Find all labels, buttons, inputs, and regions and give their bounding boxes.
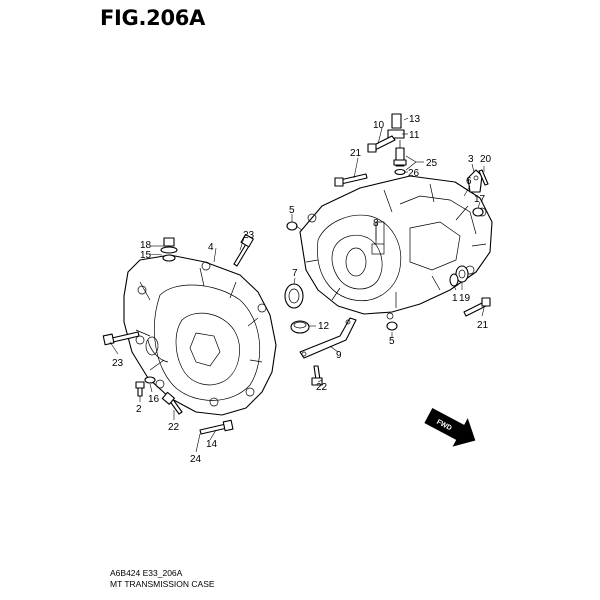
transmission-case-part bbox=[299, 175, 493, 320]
callout-1: 1 bbox=[452, 293, 458, 304]
bolt-part-22-right bbox=[311, 365, 323, 386]
callout-3: 3 bbox=[468, 154, 474, 165]
callout-13: 13 bbox=[409, 114, 421, 125]
stud-part-24 bbox=[199, 419, 234, 435]
leader-lines bbox=[109, 117, 485, 453]
callout-7: 7 bbox=[292, 268, 298, 279]
callout-22-left: 22 bbox=[168, 422, 180, 433]
callout-23-left: 23 bbox=[112, 358, 124, 369]
callout-26: 26 bbox=[408, 168, 420, 179]
bush-part-1 bbox=[449, 273, 459, 287]
callout-labels: 4 23 18 15 23 2 16 22 14 24 7 12 9 22 8 … bbox=[112, 114, 492, 465]
plug-part-12 bbox=[290, 320, 310, 334]
sensor-part-25 bbox=[393, 140, 407, 167]
dowel-pin-part-5-upper bbox=[286, 221, 298, 231]
callout-4: 4 bbox=[208, 242, 214, 253]
callout-8: 8 bbox=[373, 218, 379, 229]
figure-title: FIG.206A bbox=[100, 6, 206, 30]
callout-21-lower: 21 bbox=[477, 320, 489, 331]
bolt-part-21-upper bbox=[334, 173, 368, 187]
oil-seal-part-7 bbox=[284, 283, 304, 309]
bolt-part-20 bbox=[478, 169, 489, 186]
figure-code: A6B424 E33_206A bbox=[110, 568, 183, 578]
bracket-part-3 bbox=[467, 169, 483, 193]
callout-2: 2 bbox=[136, 404, 142, 415]
callout-10: 10 bbox=[373, 120, 385, 131]
callout-20: 20 bbox=[480, 154, 492, 165]
guide-bracket-part-9 bbox=[299, 317, 357, 359]
bolt-part-21-lower bbox=[463, 297, 491, 317]
washer-part-16 bbox=[144, 376, 156, 384]
dowel-pin-part-5-lower bbox=[386, 321, 398, 331]
callout-5-upper: 5 bbox=[289, 205, 295, 216]
callout-19: 19 bbox=[459, 293, 471, 304]
callout-17: 17 bbox=[474, 194, 486, 205]
o-ring-part-26 bbox=[394, 168, 406, 176]
bolt-part-2 bbox=[135, 381, 145, 397]
bolt-part-23-left bbox=[102, 331, 140, 346]
callout-9: 9 bbox=[336, 350, 342, 361]
fwd-direction-arrow: FWD bbox=[424, 407, 476, 447]
clutch-housing-part bbox=[123, 254, 277, 416]
callout-23-upper: 23 bbox=[243, 230, 255, 241]
pin-part-17 bbox=[472, 207, 484, 217]
small-parts bbox=[102, 113, 491, 435]
callout-18: 18 bbox=[140, 240, 152, 251]
bolt-part-23-upper bbox=[233, 233, 254, 267]
callout-22-right: 22 bbox=[316, 382, 328, 393]
breather-part-13 bbox=[387, 113, 405, 139]
callout-16: 16 bbox=[148, 394, 160, 405]
callout-14: 14 bbox=[206, 439, 218, 450]
bolt-part-22-left bbox=[161, 391, 183, 415]
callout-25: 25 bbox=[426, 158, 438, 169]
callout-24: 24 bbox=[190, 454, 202, 465]
callout-5-lower: 5 bbox=[389, 336, 395, 347]
callout-21-upper: 21 bbox=[350, 148, 362, 159]
callout-6: 6 bbox=[466, 176, 472, 187]
callout-12: 12 bbox=[318, 321, 330, 332]
callout-11: 11 bbox=[409, 130, 420, 141]
callout-15: 15 bbox=[140, 250, 152, 261]
figure-caption: MT TRANSMISSION CASE bbox=[110, 579, 215, 589]
breather-hose-part-10 bbox=[367, 135, 396, 153]
drain-plug-part-18 bbox=[160, 237, 178, 262]
